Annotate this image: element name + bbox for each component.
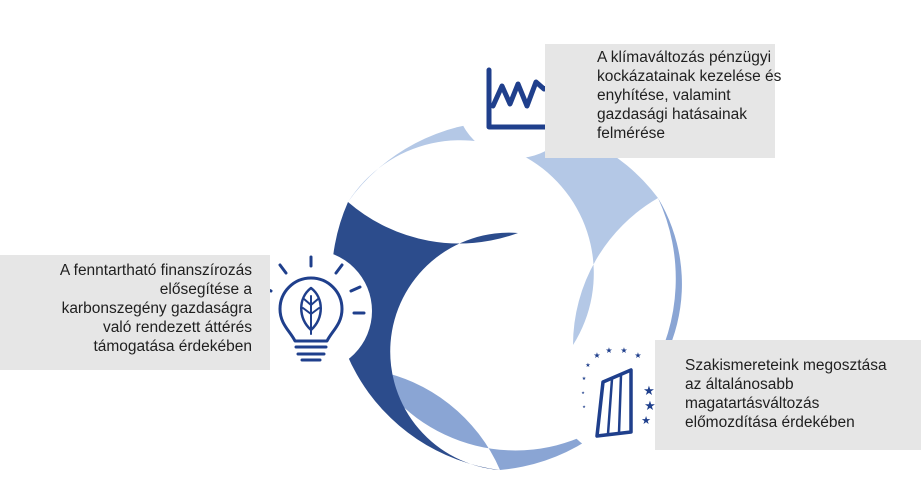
svg-text:★: ★: [634, 351, 641, 360]
svg-text:★: ★: [585, 362, 590, 369]
svg-text:★: ★: [593, 351, 600, 360]
svg-text:★: ★: [582, 404, 586, 409]
segment-top-light: [348, 121, 658, 345]
label-left-line: elősegítése a: [159, 281, 252, 298]
svg-text:★: ★: [644, 399, 656, 414]
ecb-building-stars-icon: ★ ★ ★ ★ ★ ★ ★ ★ ★ ★ ★: [581, 346, 656, 438]
label-right-line: Szakismereteink megosztása: [685, 357, 887, 374]
segment-left-dark: [331, 202, 518, 470]
label-top-line: kockázatainak kezelése és: [597, 68, 782, 85]
svg-text:★: ★: [620, 346, 627, 355]
label-top-line: felmérése: [597, 125, 666, 142]
label-top-line: A klímaváltozás pénzügyi: [597, 49, 772, 66]
label-right-line: magatartásváltozás: [685, 395, 820, 412]
label-top-line: enyhítése, valamint: [597, 87, 731, 104]
label-left-line: karbonszegény gazdaságra: [61, 300, 252, 317]
label-top-line: gazdasági hatásainak: [597, 106, 747, 123]
svg-text:★: ★: [581, 390, 585, 395]
label-left-line: A fenntartható finanszírozás: [59, 262, 252, 279]
svg-text:★: ★: [605, 346, 612, 355]
label-right-line: előmozdítása érdekében: [685, 414, 855, 431]
label-top: A klímaváltozás pénzügyi kockázatainak k…: [545, 44, 782, 158]
label-right-line: az általánosabb: [685, 376, 794, 393]
svg-text:★: ★: [582, 376, 587, 382]
svg-text:★: ★: [641, 414, 651, 427]
label-left-line: való rendezett áttérés: [102, 319, 252, 336]
label-left-line: támogatása érdekében: [93, 338, 252, 355]
svg-text:★: ★: [643, 384, 655, 399]
label-left: A fenntartható finanszírozás elősegítése…: [0, 255, 270, 370]
label-right: Szakismereteink megosztása az általánosa…: [655, 340, 921, 450]
line-chart-icon: [486, 67, 555, 130]
